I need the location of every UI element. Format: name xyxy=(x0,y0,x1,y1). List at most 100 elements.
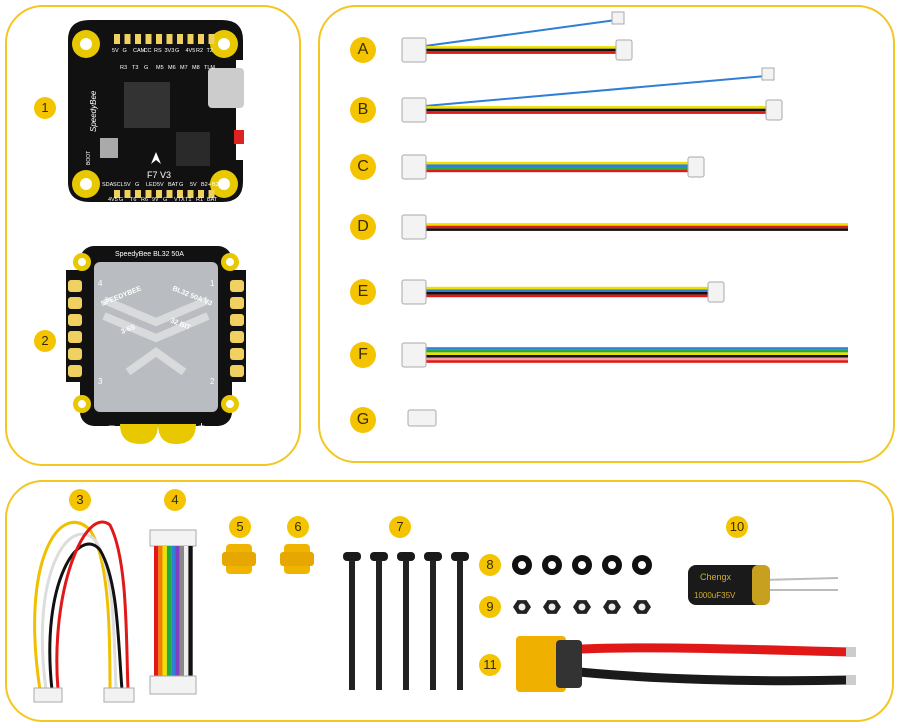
cable-wire xyxy=(425,286,712,290)
screws xyxy=(343,552,469,690)
rubber-washers xyxy=(512,555,652,575)
washer-hole xyxy=(608,561,616,569)
cable-wire xyxy=(425,289,712,292)
esc-motor-2: 2 xyxy=(210,377,215,386)
ribbon-connector xyxy=(149,529,197,547)
cable-list xyxy=(401,11,848,427)
fc-pin-label: T2 xyxy=(207,48,213,54)
esc-plus: + xyxy=(198,419,205,433)
badge-7: 7 xyxy=(389,516,411,538)
esc-pad xyxy=(68,331,82,343)
fc-pad xyxy=(208,190,215,198)
fc-pad xyxy=(114,34,120,44)
fc-pin-label: CAM xyxy=(133,48,146,54)
fc-pin-label: 4V5 xyxy=(108,197,118,203)
badge-3: 3 xyxy=(69,489,91,511)
fc-pin-label: G xyxy=(179,182,183,188)
esc-pad xyxy=(68,314,82,326)
fc-pin-label: M5 xyxy=(156,65,164,71)
cable-label-b: B xyxy=(350,97,376,123)
cable-wire xyxy=(425,347,848,350)
screw xyxy=(451,552,469,561)
fc-pad xyxy=(135,190,141,198)
esc-pad xyxy=(68,365,82,377)
fc-pad xyxy=(145,34,152,44)
esc-pad xyxy=(230,331,244,343)
cable-wire xyxy=(425,48,620,52)
buzzer-cable xyxy=(33,520,135,703)
badge-5: 5 xyxy=(229,516,251,538)
fc-pin-label: G xyxy=(163,197,167,203)
cable-wire xyxy=(425,167,692,170)
nut-hole xyxy=(548,603,556,611)
fc-pin-label: T6 xyxy=(130,197,136,203)
fc-pad xyxy=(145,190,152,198)
badge-1: 1 xyxy=(34,97,56,119)
cable-e xyxy=(401,279,725,305)
fc-pin-label: TLM xyxy=(204,65,215,71)
fc-pad xyxy=(208,34,215,44)
nuts xyxy=(513,600,651,614)
cable-connector xyxy=(401,214,427,240)
washer-hole xyxy=(578,561,586,569)
ribbon-wire xyxy=(184,546,189,676)
antenna-tube-6 xyxy=(280,544,314,574)
cable-connector xyxy=(401,97,427,123)
connector-g xyxy=(407,409,437,427)
esc-title: SpeedyBee BL32 50A xyxy=(115,251,184,258)
nut-hole xyxy=(578,603,586,611)
ribbon-connector xyxy=(149,675,197,695)
screw xyxy=(430,560,436,690)
cable-connector xyxy=(761,67,775,81)
esc-pad xyxy=(68,297,82,309)
fc-pin-label: G xyxy=(175,48,179,54)
fc-boot-label: BOOT xyxy=(86,151,92,165)
fc-pin-label: M8 xyxy=(192,65,200,71)
fc-pin-label: G xyxy=(119,197,123,203)
fc-pin-label: T3 xyxy=(132,65,138,71)
cable-b xyxy=(401,67,783,123)
nut-hole xyxy=(518,603,526,611)
cable-connector xyxy=(401,154,427,180)
cable-wire xyxy=(425,294,712,298)
ribbon-cable xyxy=(149,529,197,695)
fc-pad xyxy=(177,34,183,44)
fc-pad xyxy=(198,190,204,198)
fc-pin-label: LED xyxy=(146,182,157,188)
cable-wire xyxy=(425,51,620,54)
badge-10: 10 xyxy=(726,516,748,538)
fc-pin-label: 4V5 xyxy=(186,48,196,54)
fc-pin-label: G xyxy=(123,48,127,54)
cable-wire xyxy=(424,19,617,47)
screw xyxy=(349,560,355,690)
nut-hole xyxy=(608,603,616,611)
esc-motor-4: 4 xyxy=(98,279,103,288)
antenna-tube-5 xyxy=(222,544,256,574)
ribbon-wire xyxy=(162,546,167,676)
cable-connector xyxy=(611,11,625,25)
badge-4: 4 xyxy=(164,489,186,511)
fc-pad xyxy=(114,190,120,198)
fc-pad xyxy=(187,34,194,44)
screw xyxy=(397,552,415,561)
fc-pin-label: BAT xyxy=(207,197,218,203)
fc-pad xyxy=(198,34,204,44)
cable-label-a: A xyxy=(350,37,376,63)
cable-wire xyxy=(425,360,848,363)
fc-pin-label: G xyxy=(144,65,148,71)
fc-pin-label: B2+ xyxy=(201,182,211,188)
cable-connector xyxy=(765,99,783,121)
fc-pad xyxy=(177,190,183,198)
cable-wire xyxy=(425,111,770,114)
cable-connector xyxy=(401,342,427,368)
ribbon-wire xyxy=(166,546,172,676)
cable-wire xyxy=(425,349,848,353)
cable-wire xyxy=(425,355,848,358)
cable-label-c: C xyxy=(350,154,376,180)
esc-minus: − xyxy=(108,419,115,433)
fc-pad xyxy=(135,34,141,44)
cable-a xyxy=(401,11,633,63)
washer-hole xyxy=(548,561,556,569)
xt60-power-cable xyxy=(516,636,856,692)
